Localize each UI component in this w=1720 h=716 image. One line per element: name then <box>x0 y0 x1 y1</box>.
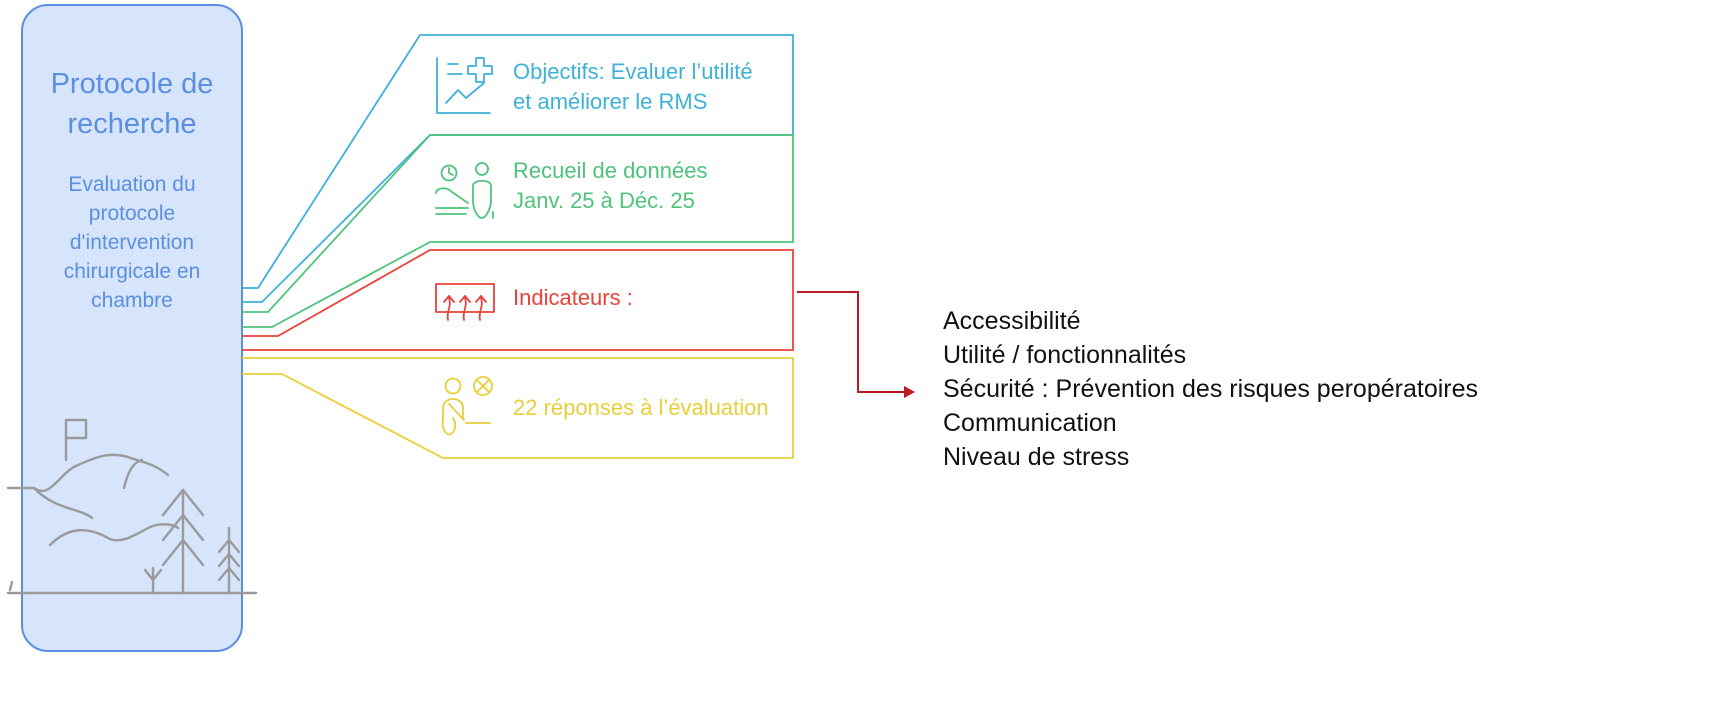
connector-objectifs <box>242 34 794 303</box>
protocol-title: Protocole de recherche <box>24 64 240 144</box>
landscape-illustration <box>6 418 258 595</box>
indicator-item: Sécurité : Prévention des risques peropé… <box>943 375 1479 403</box>
protocol-desc-line: d'intervention <box>69 231 195 254</box>
indicator-item: Accessibilité <box>943 307 1081 335</box>
recueil-line1: Recueil de données <box>513 158 708 183</box>
reponses-text: 22 réponses à l’évaluation <box>513 393 769 423</box>
objectifs-text: Objectifs: Evaluer l’utilité et améliore… <box>513 57 753 117</box>
recueil-line2: Janv. 25 à Déc. 25 <box>513 188 695 213</box>
person-cross-icon <box>441 376 493 436</box>
objectifs-line2: et améliorer le RMS <box>513 89 708 114</box>
patient-clock-icon <box>435 162 494 219</box>
protocol-desc-line: chirurgicale en <box>63 260 201 283</box>
indicator-item: Communication <box>943 409 1117 437</box>
indicateurs-line1: Indicateurs : <box>513 285 633 310</box>
recueil-text: Recueil de données Janv. 25 à Déc. 25 <box>513 156 707 216</box>
protocol-desc-line: Evaluation du <box>68 173 196 196</box>
protocol-desc-line: protocole <box>88 202 176 225</box>
indicator-item: Niveau de stress <box>943 443 1130 471</box>
protocol-desc-line: chambre <box>91 289 173 312</box>
arrows-up-icon <box>435 283 495 321</box>
indicateurs-text: Indicateurs : <box>513 283 633 313</box>
connector-reponses <box>242 357 794 459</box>
chart-plus-icon <box>436 57 493 114</box>
indicator-item: Utilité / fonctionnalités <box>943 341 1187 369</box>
protocol-panel <box>21 4 243 652</box>
connector-indicateurs <box>242 249 794 351</box>
protocol-title-line1: Protocole de <box>50 68 214 100</box>
objectifs-line1: Objectifs: Evaluer l’utilité <box>513 59 753 84</box>
connector-recueil <box>242 134 794 328</box>
indicator-arrow <box>797 291 915 398</box>
protocol-title-line2: recherche <box>67 108 197 140</box>
reponses-line1: 22 réponses à l’évaluation <box>513 395 769 420</box>
indicator-list: Accessibilité Utilité / fonctionnalités … <box>943 304 1478 474</box>
protocol-description: Evaluation du protocole d'intervention c… <box>24 170 240 315</box>
